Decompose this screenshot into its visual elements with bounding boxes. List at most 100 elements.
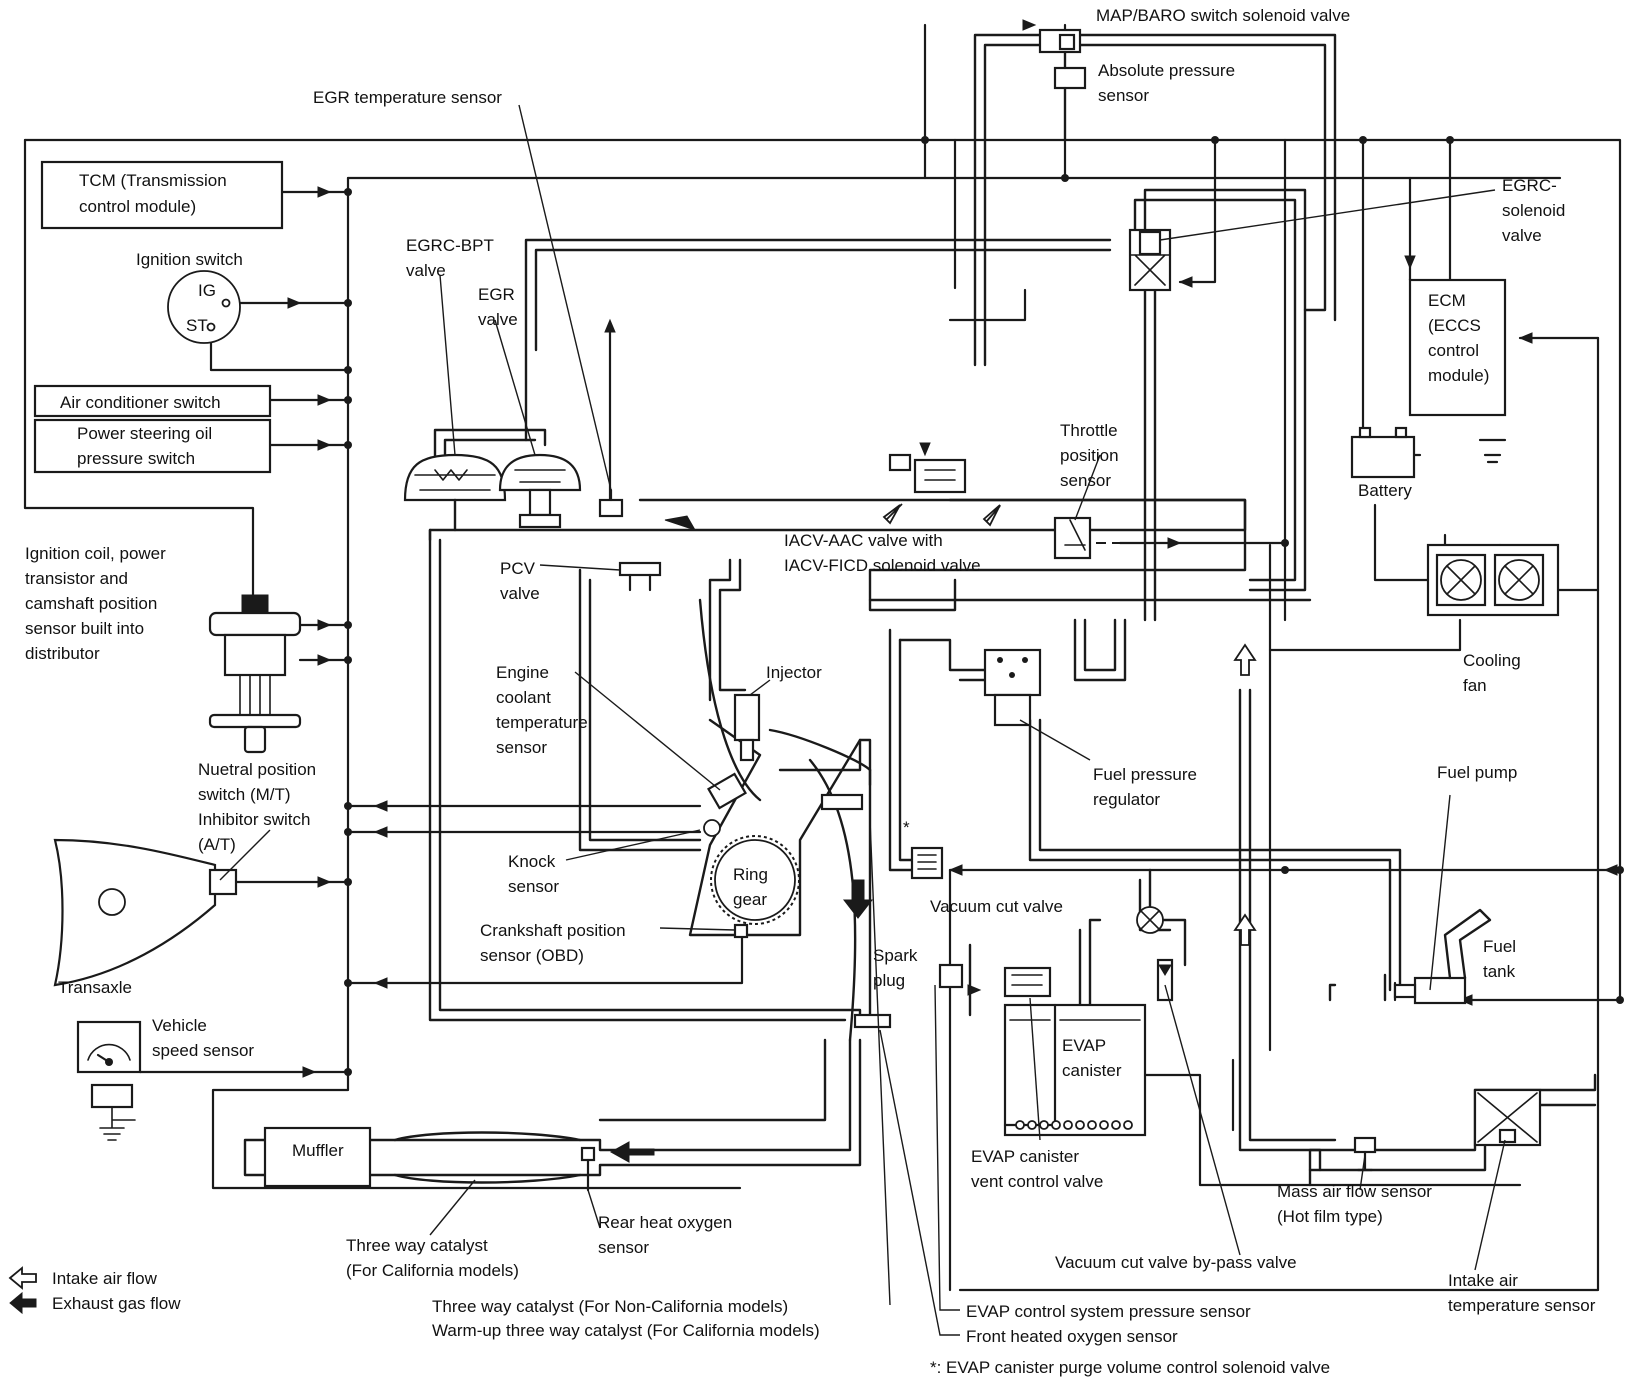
legend-intake-label: Intake air flow [52,1269,158,1288]
neutral-switch-label-line3: Inhibitor switch [198,810,310,829]
vacuum-cut-valve-bypass [1136,906,1164,934]
ring-gear-label-line1: Ring [733,865,768,884]
evap-pressure-sensor-label: EVAP control system pressure sensor [966,1302,1251,1321]
crankshaft-position-sensor [733,923,749,939]
egrc-solenoid-label-line3: valve [1502,226,1542,245]
muffler-label: Muffler [292,1141,344,1160]
fpr-label-line2: regulator [1093,790,1160,809]
transaxle-label: Transaxle [58,978,132,997]
cooling-fan-label-line1: Cooling [1463,651,1521,670]
iacv-label-line1: IACV-AAC valve with [784,531,943,550]
fuel-pressure-regulator [983,648,1042,727]
injector [733,693,761,762]
rear-o2-label-line1: Rear heat oxygen [598,1213,732,1232]
ecm-module: ECM (ECCS control module) [1408,278,1507,417]
vehicle-speed-sensor [76,1020,142,1141]
knock-sensor [703,819,721,837]
engine-coolant-temperature-sensor [707,772,747,810]
vacuum-cut-valve-label: Vacuum cut valve [930,897,1063,916]
evap-vent-label-line1: EVAP canister [971,1147,1079,1166]
egrc-bpt-valve [403,453,507,532]
ecm-label-line4: module) [1428,366,1489,385]
ecm-label-line1: ECM [1428,291,1466,310]
exhaust-flow-arrows [609,515,874,1163]
rear-heat-oxygen-sensor [580,1146,596,1192]
vss-label-line1: Vehicle [152,1016,207,1035]
ignition-switch-label: Ignition switch [136,250,243,269]
tps-label-line1: Throttle [1060,421,1118,440]
egrc-bpt-label-line2: valve [406,261,446,280]
intake-air-temp-label-line1: Intake air [1448,1271,1518,1290]
evap-canister-vent-control-valve [1003,966,1052,998]
footnote-evap-purge: *: EVAP canister purge volume control so… [930,1358,1330,1377]
tcm-label-line1: TCM (Transmission [79,171,227,190]
ignition-switch: Ignition switch IG ST [136,250,243,344]
ac-switch-label: Air conditioner switch [60,393,221,412]
vacuum-and-fuel-hoses [428,33,1402,1172]
twc-non-california-label-line2: Warm-up three way catalyst (For Californ… [432,1321,820,1340]
transaxle: Transaxle [53,838,238,997]
evap-canister [1003,1003,1147,1137]
fuel-tank [1393,908,1492,1005]
solid-arrow-left-icon [9,1291,37,1315]
crankshaft-label-line1: Crankshaft position [480,921,626,940]
iacv-aac-valve [888,453,967,494]
fuel-tank-label-line2: tank [1483,962,1516,981]
component-labels: MAP/BARO switch solenoid valve Absolute … [25,6,1596,1377]
egr-valve-label-line1: EGR [478,285,515,304]
pcv-valve [618,561,662,592]
fpr-label-line1: Fuel pressure [1093,765,1197,784]
exhaust-system [243,1038,862,1188]
intake-air-temp-label-line2: temperature sensor [1448,1296,1596,1315]
map-baro-label: MAP/BARO switch solenoid valve [1096,6,1350,25]
ignition-coil-label-line5: distributor [25,644,100,663]
ecm-label-line2: (ECCS [1428,316,1481,335]
maf-label-line2: (Hot film type) [1277,1207,1383,1226]
egr-valve-label-line2: valve [478,310,518,329]
absolute-pressure-label-line2: sensor [1098,86,1149,105]
egr-temperature-label: EGR temperature sensor [313,88,502,107]
ecm-label-line3: control [1428,341,1479,360]
label-leader-lines [219,104,1506,1336]
pcv-label-line1: PCV [500,559,536,578]
ps-switch-label-line2: pressure switch [77,449,195,468]
front-heated-oxygen-sensor [820,793,892,1029]
intake-flow-arrows [882,503,1257,946]
cooling-fan-label-line2: fan [1463,676,1487,695]
knock-sensor-label-line1: Knock [508,852,556,871]
egrc-solenoid-label-line1: EGRC- [1502,176,1557,195]
pcv-label-line2: valve [500,584,540,603]
cooling-fan [1426,543,1560,617]
ect-label-line1: Engine [496,663,549,682]
legend: Intake air flow Exhaust gas flow [8,1266,181,1315]
maf-label-line1: Mass air flow sensor [1277,1182,1432,1201]
rear-o2-label-line2: sensor [598,1238,649,1257]
distributor [208,594,302,754]
knock-sensor-label-line2: sensor [508,877,559,896]
egr-valve [498,453,582,529]
neutral-switch-label-line1: Nuetral position [198,760,316,779]
battery [1350,426,1416,479]
fuel-tank-label-line1: Fuel [1483,937,1516,956]
map-baro-solenoid [1038,28,1087,142]
ps-switch-label-line1: Power steering oil [77,424,212,443]
twc-non-california-label-line1: Three way catalyst (For Non-California m… [432,1297,788,1316]
ignition-ig-label: IG [198,281,216,300]
evap-purge-volume-control-solenoid [910,846,944,880]
evap-canister-label-line2: canister [1062,1061,1122,1080]
vacuum-cut-bypass-label: Vacuum cut valve by-pass valve [1055,1253,1297,1272]
power-steering-switch: Power steering oil pressure switch [33,418,272,474]
spark-plug-label-line1: Spark [873,946,918,965]
fuel-pump-label: Fuel pump [1437,763,1517,782]
ignition-coil-label-line2: transistor and [25,569,128,588]
crankshaft-label-line2: sensor (OBD) [480,946,584,965]
evap-canister-label-line1: EVAP [1062,1036,1106,1055]
ect-label-line3: temperature [496,713,588,732]
ignition-coil-label-line1: Ignition coil, power [25,544,166,563]
twc-california-label-line1: Three way catalyst [346,1236,488,1255]
engine-block [688,598,872,1042]
vss-label-line2: speed sensor [152,1041,254,1060]
vacuum-check-valves [1156,958,1174,1002]
twc-california-label-line2: (For California models) [346,1261,519,1280]
